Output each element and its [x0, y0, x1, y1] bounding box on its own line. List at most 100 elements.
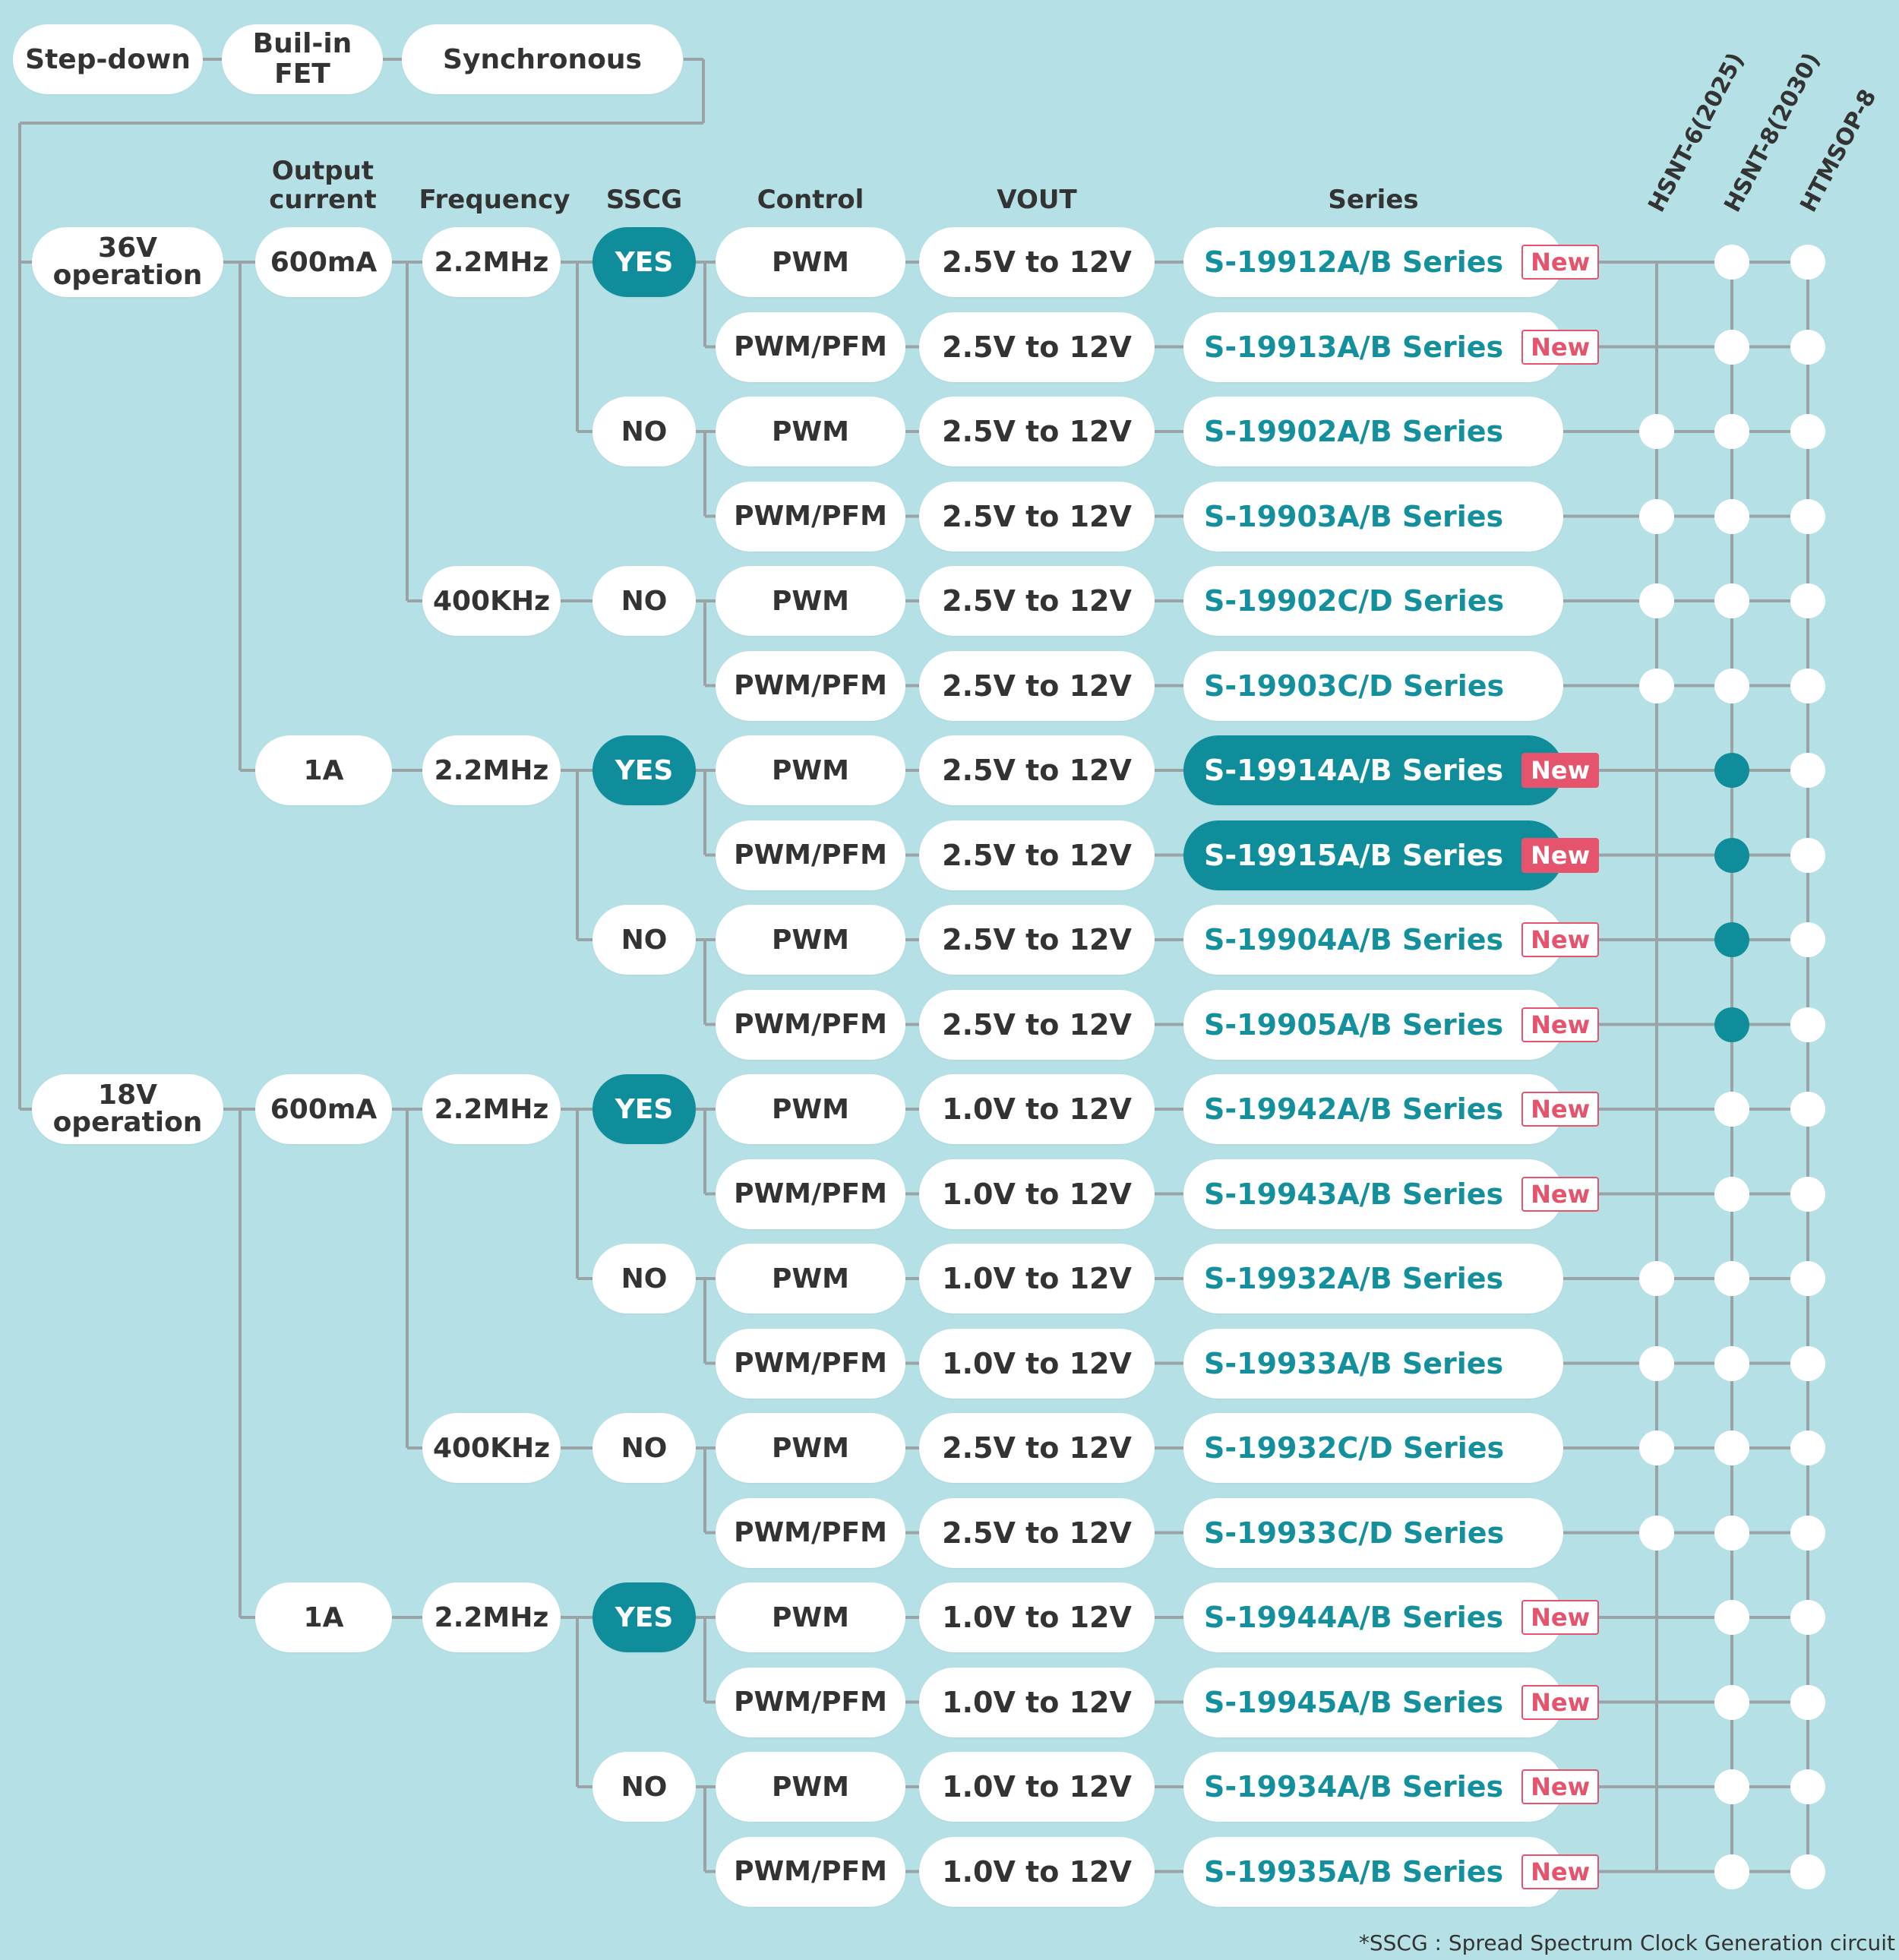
control-node-label: PWM/PFM: [734, 1009, 887, 1040]
control-node-label: PWM: [772, 246, 849, 278]
control-node-label: PWM/PFM: [734, 1178, 887, 1209]
header-vout: VOUT: [997, 185, 1077, 215]
control-node: PWM: [716, 1244, 905, 1314]
package-availability-dot: [1714, 1007, 1749, 1042]
package-availability-dot: [1790, 1854, 1825, 1889]
vout-node: 1.0V to 12V: [919, 1328, 1155, 1399]
control-node: PWM: [716, 227, 905, 297]
control-node: PWM/PFM: [716, 1497, 905, 1568]
series-node: S-19903A/B Series: [1183, 481, 1563, 552]
package-availability-dot: [1790, 1515, 1825, 1551]
vout-node-label: 1.0V to 12V: [942, 1346, 1132, 1380]
sscg-node: YES: [592, 1074, 696, 1144]
series-node-label: S-19905A/B Series: [1204, 1007, 1504, 1042]
control-node: PWM: [716, 1582, 905, 1652]
vout-node-label: 2.5V to 12V: [942, 584, 1132, 618]
series-node: S-19912A/B Series New: [1183, 227, 1600, 297]
vout-node-label: 2.5V to 12V: [942, 245, 1132, 279]
package-availability-dot: [1639, 668, 1674, 703]
output-current-node-label: 600mA: [270, 246, 378, 278]
vout-node: 2.5V to 12V: [919, 905, 1155, 975]
vout-node-label: 1.0V to 12V: [942, 1770, 1132, 1804]
package-availability-dot: [1714, 1092, 1749, 1127]
output-current-node: 600mA: [255, 227, 392, 297]
new-badge: New: [1521, 753, 1600, 788]
tag-built-in-fet: Buil-in FET: [222, 24, 383, 94]
control-node: PWM: [716, 566, 905, 636]
control-node: PWM/PFM: [716, 1328, 905, 1399]
package-availability-dot: [1714, 329, 1749, 365]
vout-node-label: 2.5V to 12V: [942, 1516, 1132, 1550]
sscg-node-label: YES: [615, 1601, 674, 1633]
output-current-node-label: 1A: [303, 1601, 344, 1633]
series-node-label: S-19932A/B Series: [1204, 1262, 1504, 1295]
control-node-label: PWM: [772, 1771, 849, 1803]
frequency-node: 2.2MHz: [422, 227, 561, 297]
frequency-node-label: 400KHz: [432, 585, 551, 617]
series-node-label: S-19943A/B Series: [1204, 1177, 1504, 1211]
frequency-node: 2.2MHz: [422, 1582, 561, 1652]
series-node-label: S-19912A/B Series: [1204, 245, 1504, 279]
vout-node-label: 1.0V to 12V: [942, 1601, 1132, 1634]
package-availability-dot: [1714, 1261, 1749, 1296]
package-availability-dot: [1714, 922, 1749, 957]
package-availability-dot: [1714, 1769, 1749, 1804]
series-node-label: S-19934A/B Series: [1204, 1770, 1504, 1804]
series-node-label: S-19933C/D Series: [1204, 1516, 1505, 1550]
control-node: PWM/PFM: [716, 481, 905, 552]
vout-node: 2.5V to 12V: [919, 820, 1155, 890]
control-node-label: PWM: [772, 585, 849, 617]
vout-node: 2.5V to 12V: [919, 1497, 1155, 1568]
package-availability-dot: [1714, 245, 1749, 280]
control-node-label: PWM: [772, 1432, 849, 1464]
frequency-node: 2.2MHz: [422, 1074, 561, 1144]
package-availability-dot: [1790, 1176, 1825, 1212]
sscg-node-label: YES: [615, 754, 674, 786]
package-availability-dot: [1790, 922, 1825, 957]
frequency-node-label: 400KHz: [432, 1432, 551, 1464]
sscg-node: NO: [592, 1244, 696, 1314]
vout-node-label: 2.5V to 12V: [942, 330, 1132, 364]
new-badge: New: [1521, 1684, 1600, 1720]
output-current-node: 1A: [255, 735, 392, 805]
vout-node: 2.5V to 12V: [919, 397, 1155, 466]
package-availability-dot: [1714, 498, 1749, 534]
sscg-node-label: NO: [621, 585, 668, 617]
vout-node: 2.5V to 12V: [919, 227, 1155, 297]
package-availability-dot: [1639, 1261, 1674, 1296]
frequency-node: 2.2MHz: [422, 735, 561, 805]
sscg-node: NO: [592, 397, 696, 466]
control-node-label: PWM: [772, 1093, 849, 1125]
control-node-label: PWM/PFM: [734, 1687, 887, 1718]
series-node: S-19902A/B Series: [1183, 397, 1563, 466]
control-node: PWM: [716, 905, 905, 975]
operation-node-label: 18V operation: [52, 1080, 203, 1138]
sscg-node: NO: [592, 566, 696, 636]
package-availability-dot: [1714, 414, 1749, 449]
control-node-label: PWM: [772, 1601, 849, 1633]
control-node-label: PWM: [772, 1263, 849, 1295]
series-node: S-19933A/B Series: [1183, 1328, 1563, 1399]
package-availability-dot: [1790, 1684, 1825, 1720]
package-availability-dot: [1714, 1684, 1749, 1720]
sscg-node-label: YES: [615, 246, 674, 278]
series-node-label: S-19902C/D Series: [1204, 584, 1505, 618]
new-badge: New: [1521, 1600, 1600, 1635]
vout-node: 1.0V to 12V: [919, 1582, 1155, 1652]
control-node: PWM: [716, 1074, 905, 1144]
series-node-label: S-19932C/D Series: [1204, 1431, 1505, 1465]
tag-step-down: Step-down: [13, 24, 203, 94]
control-node-label: PWM/PFM: [734, 501, 887, 532]
new-badge: New: [1521, 1854, 1600, 1889]
control-node-label: PWM: [772, 754, 849, 786]
operation-node: 36V operation: [32, 227, 223, 297]
package-availability-dot: [1639, 1345, 1674, 1381]
series-node: S-19903C/D Series: [1183, 650, 1563, 721]
output-current-node-label: 1A: [303, 754, 344, 786]
new-badge: New: [1521, 245, 1600, 280]
package-availability-dot: [1639, 583, 1674, 618]
